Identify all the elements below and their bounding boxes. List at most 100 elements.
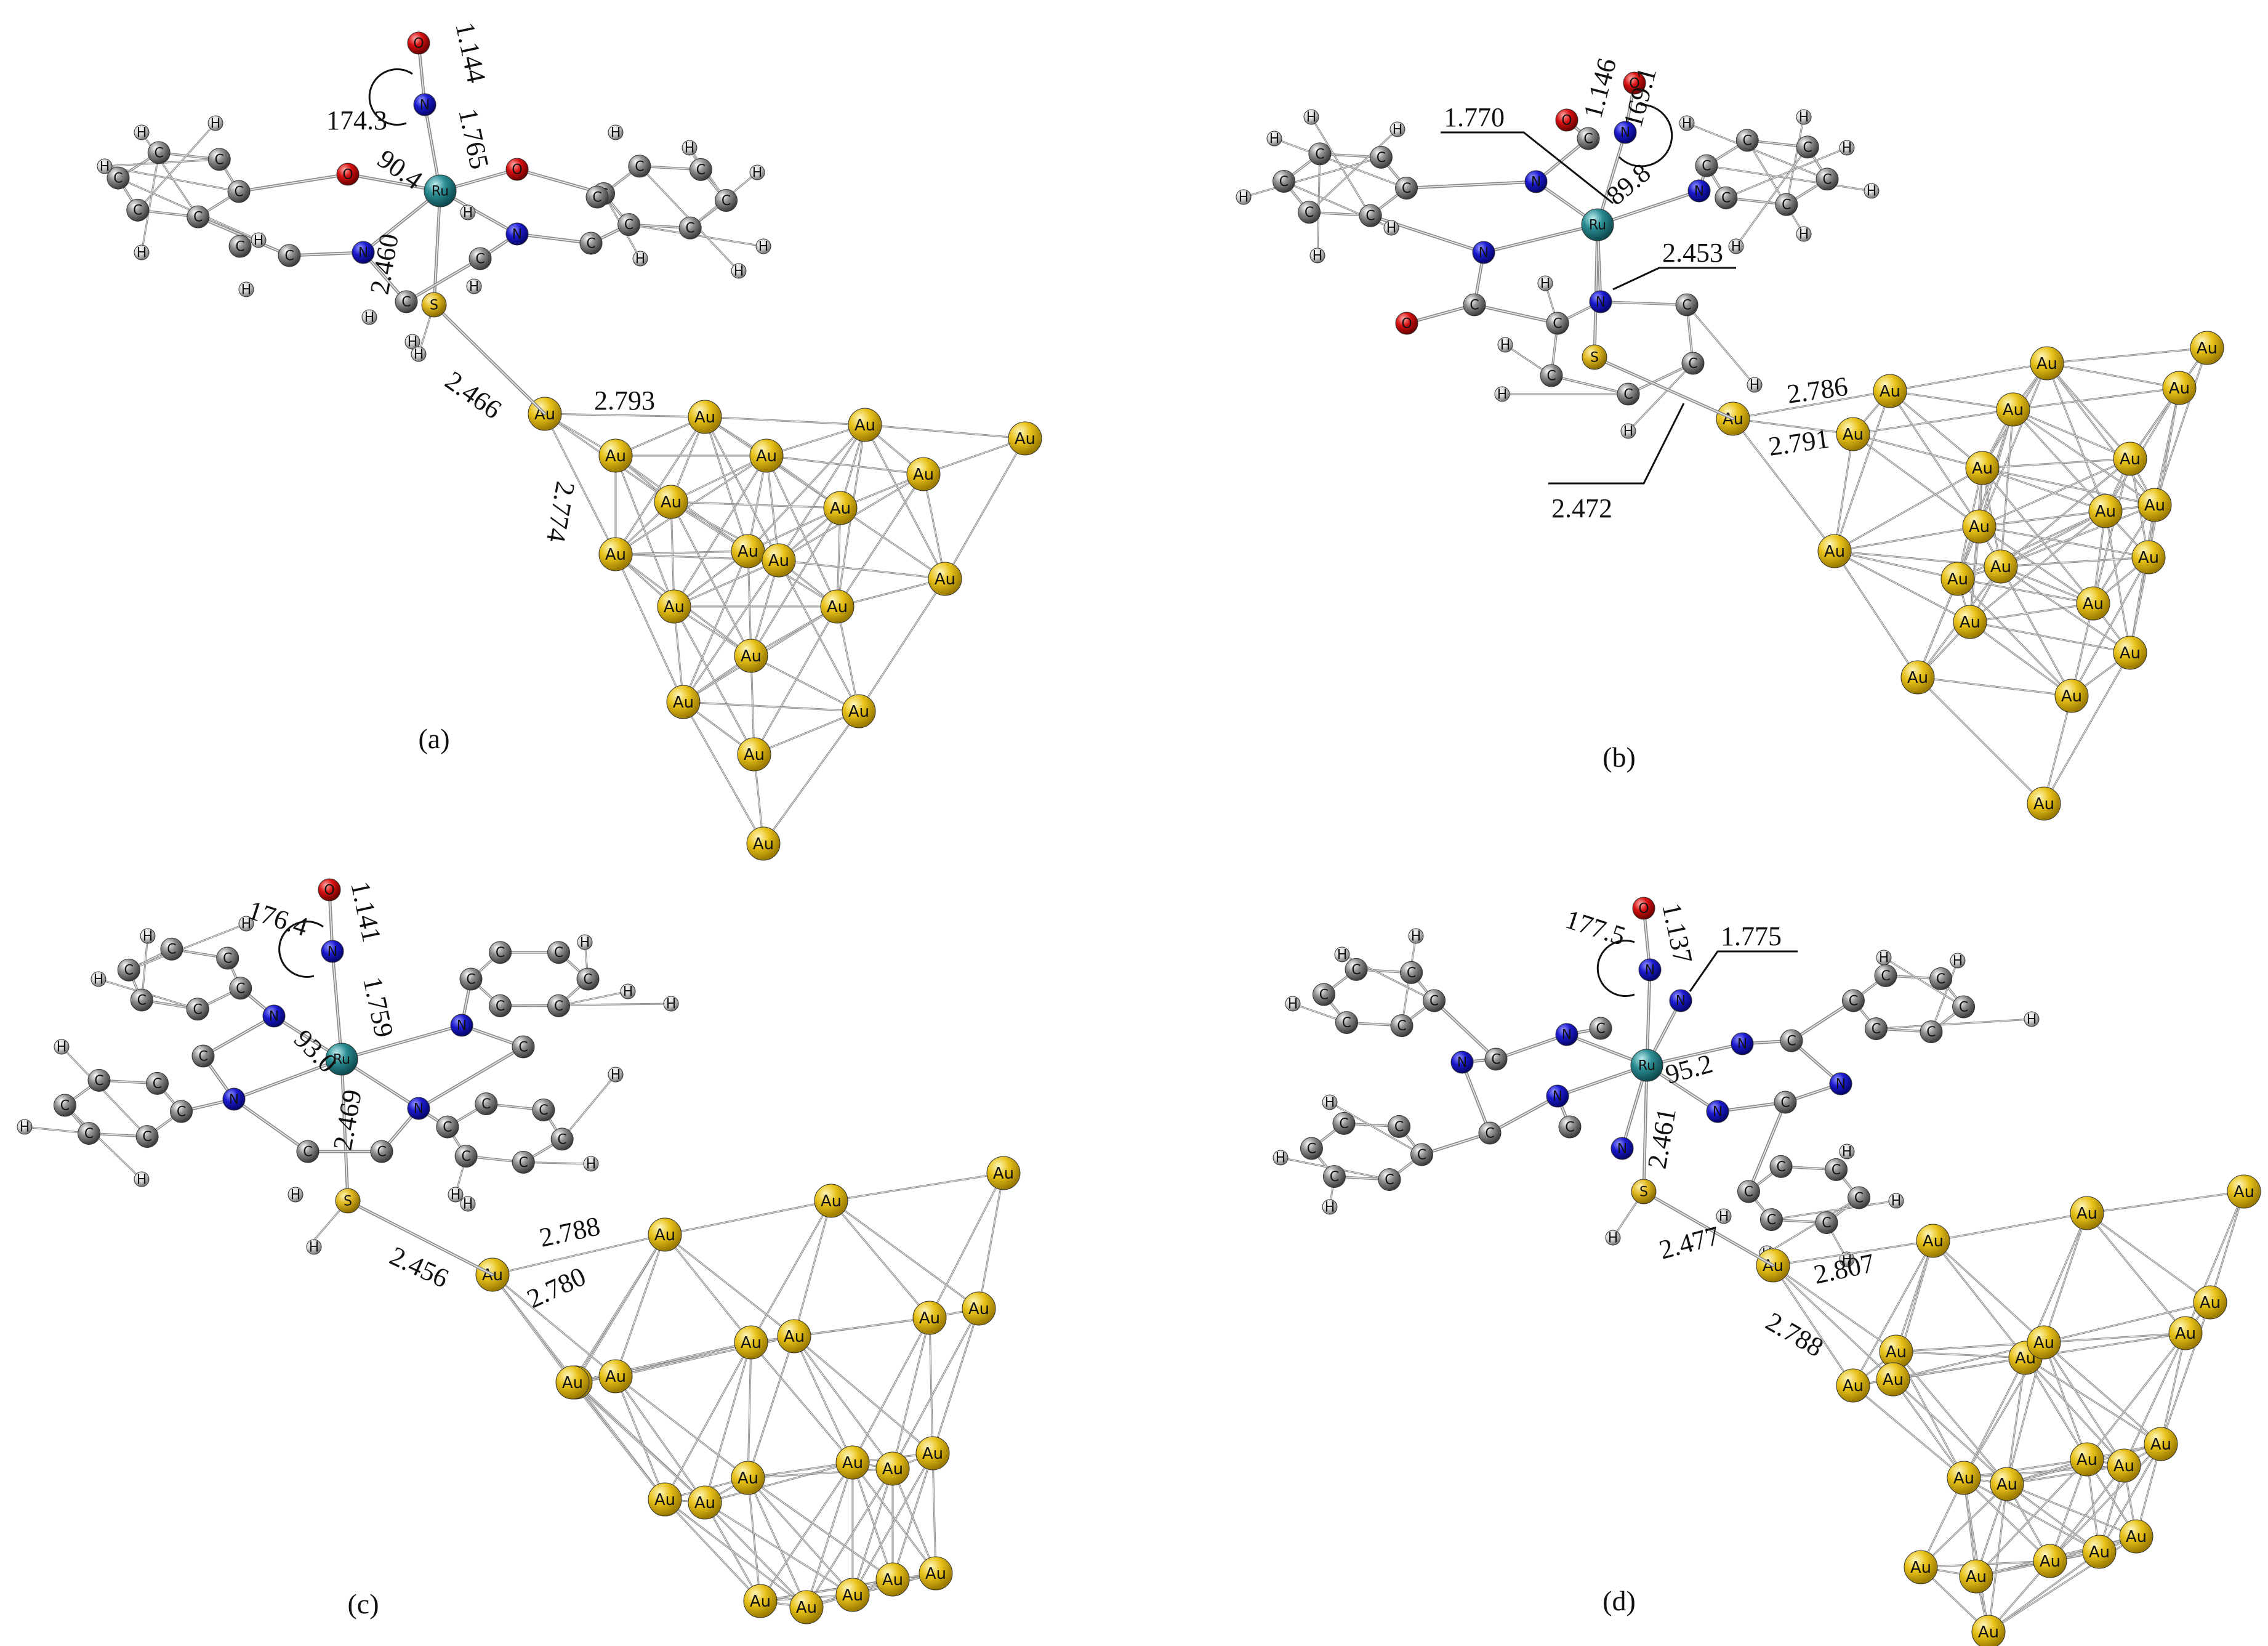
bond-highlight <box>1976 1459 2088 1577</box>
atom-c <box>186 998 209 1021</box>
bond-highlight <box>1594 357 1734 419</box>
bond-highlight <box>2025 1357 2088 1460</box>
atom-c <box>459 967 483 991</box>
atom-au <box>2193 1285 2227 1320</box>
atom-label: Au <box>2095 502 2116 521</box>
atom-label: C <box>1470 298 1479 313</box>
atom-n <box>1638 958 1662 982</box>
atom-label: C <box>461 1149 470 1164</box>
atom-label: H <box>2027 1012 2037 1028</box>
atom-label: Ru <box>1589 218 1606 233</box>
leader-line <box>1441 131 1614 204</box>
atom-label: C <box>1305 205 1314 220</box>
bond-highlight <box>1889 390 1983 469</box>
atom-c <box>87 1068 111 1092</box>
atom-h <box>238 916 254 932</box>
atom-label: C <box>443 1120 452 1136</box>
measurement-label: 2.477 <box>1656 1220 1723 1265</box>
measurement-label: 1.146 <box>1577 55 1622 121</box>
angle-arc <box>1618 103 1673 167</box>
bond-highlight <box>1735 147 1808 247</box>
atom-c <box>130 988 153 1012</box>
atom-h <box>1728 238 1744 254</box>
atom-h <box>1796 109 1812 125</box>
atom-au <box>1836 1368 1870 1403</box>
atom-c <box>1400 961 1423 984</box>
bond-highlight <box>1732 418 1854 435</box>
bond-highlight <box>1748 1102 1786 1192</box>
bond-highlight <box>615 1234 666 1377</box>
bond-highlight <box>1686 304 1755 385</box>
atom-c <box>1780 1029 1803 1052</box>
atom-label: O <box>324 883 334 898</box>
atom-c <box>489 994 512 1017</box>
atom-au <box>835 1578 870 1612</box>
bond-highlight <box>517 233 592 244</box>
atom-c <box>1617 382 1640 406</box>
atom-label: C <box>1702 159 1711 174</box>
atom-c <box>1335 1011 1358 1035</box>
atom-h <box>207 115 223 131</box>
atom-label: Au <box>673 693 694 712</box>
bond-highlight <box>747 1477 853 1596</box>
bond-highlight <box>1892 1379 2008 1485</box>
bond-highlight <box>747 1342 752 1479</box>
atom-h <box>1620 423 1636 439</box>
atom-au <box>875 1562 910 1597</box>
bond-highlight <box>1982 458 2131 469</box>
atom-label: H <box>1497 387 1508 403</box>
bond-highlight <box>2046 363 2155 506</box>
atom-au <box>1990 1467 2024 1501</box>
bond-highlight <box>1686 123 1828 180</box>
atom-label: Ru <box>1638 1059 1655 1074</box>
atom-label: C <box>685 221 694 236</box>
bond-highlight <box>2006 1483 2137 1537</box>
atom-label: Au <box>842 1454 863 1472</box>
measurement-label: 2.774 <box>541 479 581 544</box>
atom-h <box>682 140 698 156</box>
bond-highlight <box>615 1376 749 1479</box>
atom-n <box>352 241 375 264</box>
measurement-label: 1.770 <box>1444 102 1505 132</box>
bond-highlight <box>1726 147 1848 198</box>
atom-au <box>2070 1442 2104 1477</box>
bond-highlight <box>704 416 779 561</box>
atom-label: C <box>1385 1172 1394 1188</box>
atom-h <box>251 232 267 248</box>
bond-highlight <box>2013 409 2106 512</box>
atom-label: C <box>124 963 134 978</box>
atom-h <box>238 281 254 297</box>
bond-highlight <box>2099 1443 2161 1552</box>
bond-highlight <box>1969 603 2094 623</box>
angle-arc <box>1596 940 1635 997</box>
bond-highlight <box>1643 1191 1774 1266</box>
atom-label: C <box>1803 140 1812 155</box>
measurement-label: 1.775 <box>1721 921 1782 951</box>
atom-label: Au <box>848 703 869 721</box>
atom-label: Ru <box>333 1052 350 1068</box>
bond-highlight <box>2210 1191 2245 1303</box>
bond-highlight <box>1834 390 1891 552</box>
atom-au <box>1873 374 1907 408</box>
atom-label: Au <box>919 1309 940 1328</box>
atom-label: Au <box>664 598 685 616</box>
atom-label: H <box>611 126 621 141</box>
atom-au <box>2131 540 2166 575</box>
atom-label: Au <box>1843 1377 1864 1395</box>
bond-highlight <box>615 1376 706 1503</box>
atom-au <box>2027 1325 2061 1360</box>
bond-highlight <box>615 416 706 555</box>
atom-au <box>1962 509 1997 544</box>
panel-label: (a) <box>418 723 449 754</box>
atom-h <box>466 278 482 294</box>
atom-label: H <box>100 159 110 175</box>
bond-highlight <box>2013 387 2180 410</box>
atom-label: Au <box>1843 426 1864 444</box>
atom-label: C <box>133 203 142 219</box>
atom-h <box>620 983 636 999</box>
atom-label: C <box>215 152 224 167</box>
atom-n <box>1669 989 1692 1012</box>
atom-label: Au <box>2126 1528 2147 1546</box>
bond-highlight <box>852 1317 930 1463</box>
bond-highlight <box>704 1502 853 1596</box>
